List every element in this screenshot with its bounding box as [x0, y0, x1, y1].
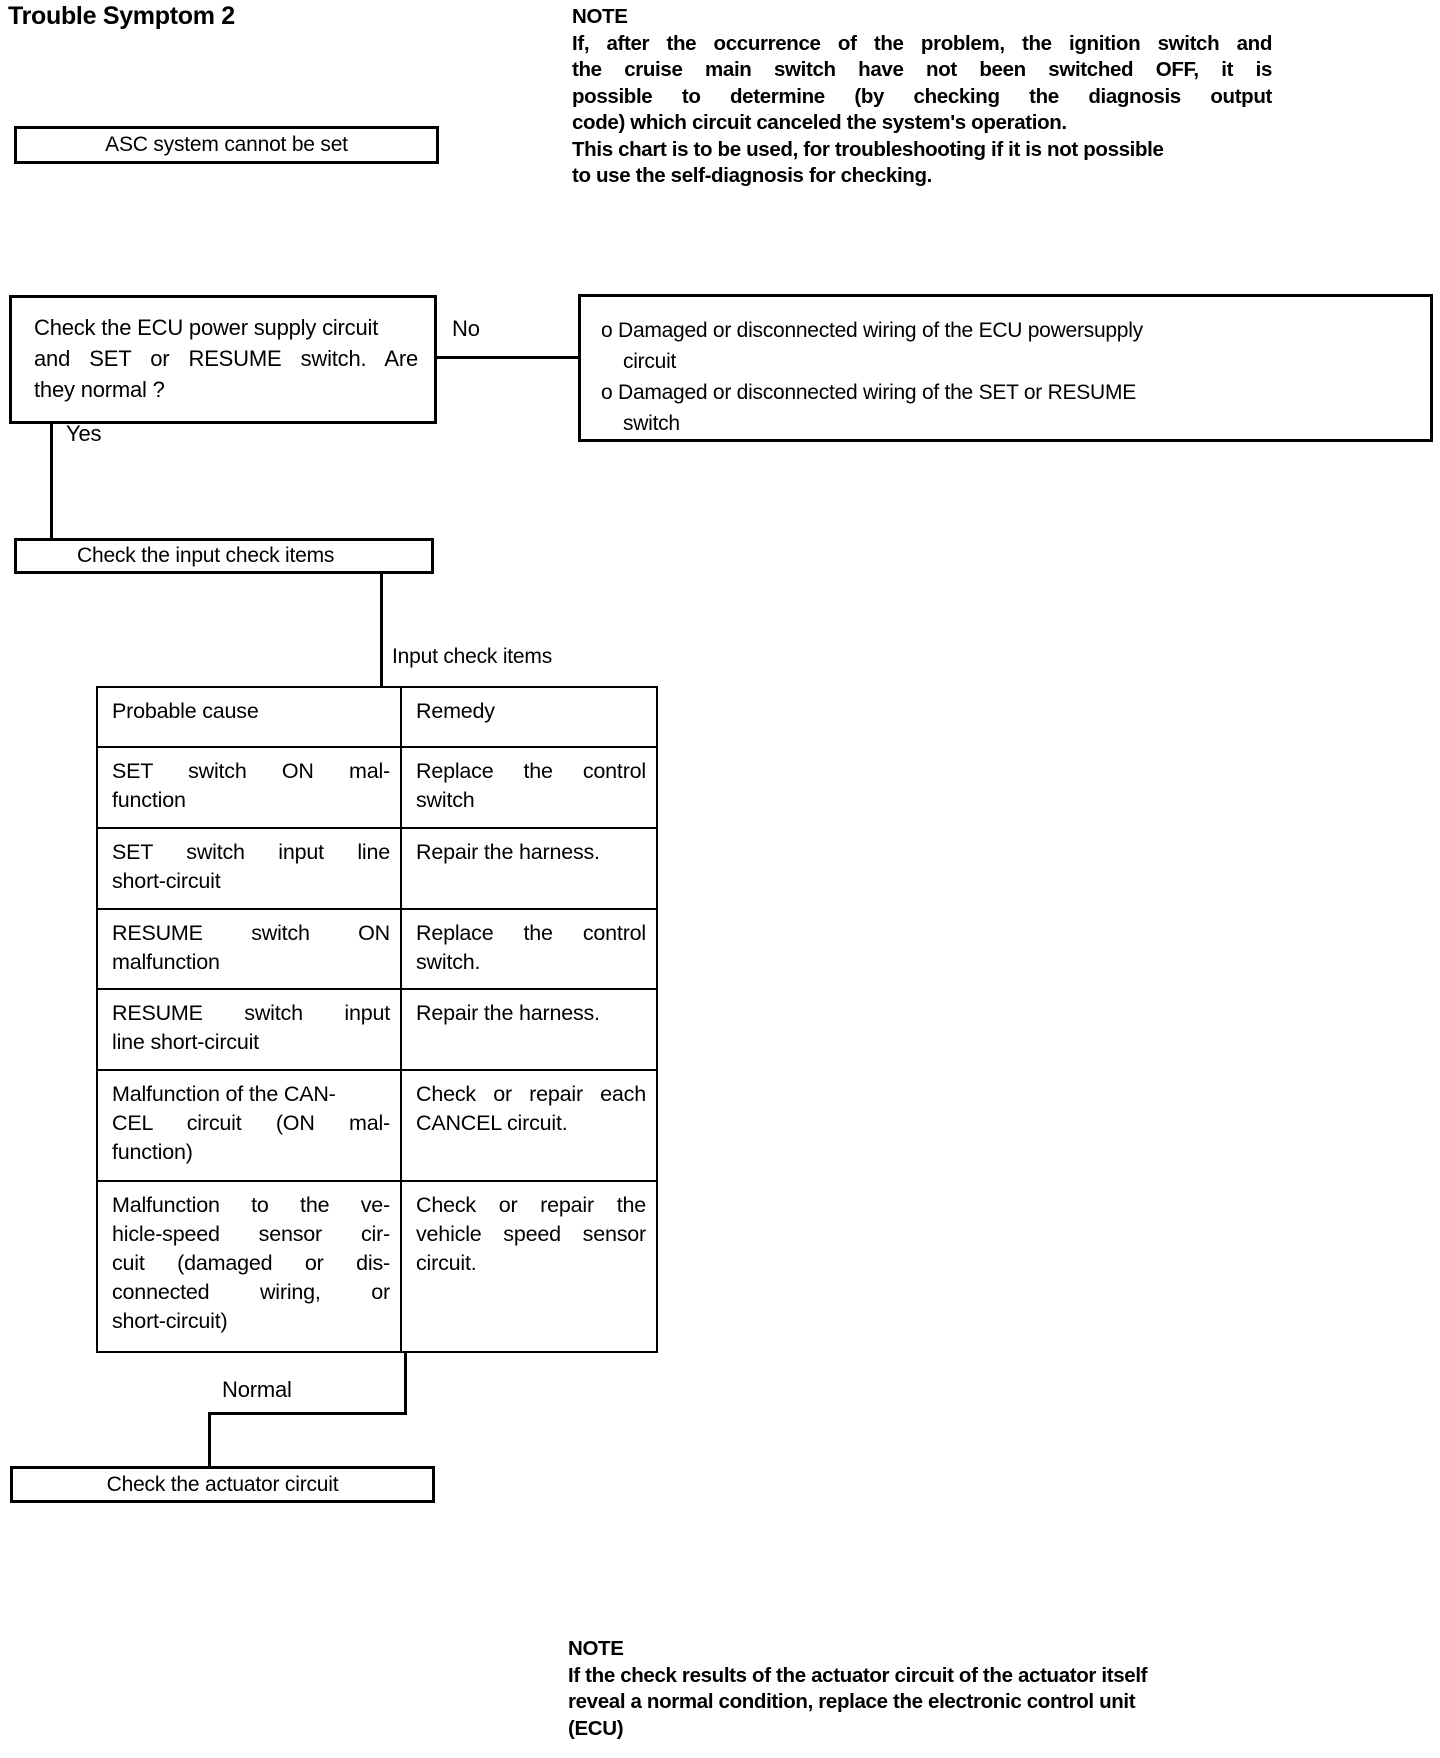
causes-box: o Damaged or disconnected wiring of the …: [578, 294, 1433, 442]
cause-item-2-cont: switch: [623, 412, 680, 435]
cause-6-line-5: short-circuit): [112, 1309, 228, 1334]
remedy-4-line-1: Repair the harness.: [416, 1001, 600, 1026]
remedy-6-line-3: circuit.: [416, 1251, 477, 1276]
table-row: SET switch ON mal- function Replace the …: [96, 746, 658, 829]
cause-item-1-cont: circuit: [623, 350, 677, 373]
remedy-2-line-1: Repair the harness.: [416, 839, 600, 864]
yes-branch-label: Yes: [66, 421, 102, 446]
table-cell-cause-6: Malfunction to the ve- hicle-speed senso…: [96, 1180, 402, 1353]
actuator-box-label: Check the actuator circuit: [106, 1472, 339, 1496]
top-note-heading: NOTE: [572, 5, 628, 28]
table-cell-remedy-5: Check or repair each CANCEL circuit.: [400, 1069, 658, 1183]
table-header-remedy: Remedy: [400, 686, 658, 748]
cause-1-line-2: function: [112, 788, 186, 812]
cause-6-line-4: connected wiring, or: [112, 1280, 390, 1305]
table-cell-cause-3: RESUME switch ON malfunction: [96, 907, 402, 991]
cause-2-line-1: SET switch input line: [112, 839, 390, 864]
cause-5-line-2: CEL circuit (ON mal-: [112, 1111, 390, 1136]
table-row: Malfunction to the ve- hicle-speed senso…: [96, 1180, 658, 1353]
table-cell-remedy-4: Repair the harness.: [400, 988, 658, 1072]
remedy-3-line-1: Replace the control: [416, 920, 646, 945]
decision-line-2: and SET or RESUME switch. Are: [34, 346, 418, 371]
actuator-box: Check the actuator circuit: [10, 1466, 435, 1503]
input-check-box: Check the input check items: [14, 538, 434, 574]
cause-text-1: Damaged or disconnected wiring of the EC…: [618, 319, 1143, 342]
page-title: Trouble Symptom 2: [8, 2, 235, 30]
bottom-note: NOTE If the check results of the actuato…: [568, 1636, 1274, 1742]
decision-box: Check the ECU power supply circuit and S…: [9, 295, 437, 424]
remedy-6-line-1: Check or repair the: [416, 1193, 646, 1218]
cause-3-line-2: malfunction: [112, 949, 220, 974]
remedy-6-line-2: vehicle speed sensor: [416, 1222, 646, 1247]
cause-5-line-1: Malfunction of the CAN-: [112, 1082, 336, 1107]
table-cell-cause-4: RESUME switch input line short-circuit: [96, 988, 402, 1072]
table-cell-remedy-1: Replace the control switch: [400, 746, 658, 829]
top-note: NOTE If, after the occurrence of the pro…: [572, 4, 1272, 190]
table-cell-cause-2: SET switch input line short-circuit: [96, 826, 402, 910]
cause-bullet-2: o: [601, 381, 613, 404]
table-row: RESUME switch ON malfunction Replace the…: [96, 907, 658, 991]
top-note-line-4: code) which circuit canceled the system'…: [572, 111, 1067, 134]
normal-branch-label: Normal: [222, 1377, 292, 1402]
no-branch-label: No: [452, 316, 480, 341]
remedy-1-line-2: switch: [416, 788, 475, 812]
input-check-items-table: Probable cause Remedy SET switch ON mal-…: [96, 686, 658, 1353]
cause-item-1: o Damaged or disconnected wiring of the …: [601, 315, 1418, 346]
cause-2-line-2: short-circuit: [112, 868, 221, 893]
table-connector-vertical: [380, 574, 383, 687]
table-row: RESUME switch input line short-circuit R…: [96, 988, 658, 1072]
top-note-line-6: to use the self-diagnosis for checking.: [572, 164, 932, 187]
bottom-note-line-1: If the check results of the actuator cir…: [568, 1663, 1148, 1687]
cause-text-2: Damaged or disconnected wiring of the SE…: [618, 381, 1136, 404]
cause-1-line-1: SET switch ON mal-: [112, 759, 390, 783]
symptom-box: ASC system cannot be set: [14, 126, 439, 164]
cause-3-line-1: RESUME switch ON: [112, 920, 390, 945]
bottom-note-line-3: (ECU): [568, 1716, 624, 1740]
remedy-1-line-1: Replace the control: [416, 759, 646, 783]
normal-connector-vertical-upper: [404, 1353, 407, 1415]
cause-6-line-1: Malfunction to the ve-: [112, 1193, 390, 1218]
remedy-5-line-1: Check or repair each: [416, 1082, 646, 1107]
table-header-probable-cause: Probable cause: [96, 686, 402, 748]
bottom-note-line-2: reveal a normal condition, replace the e…: [568, 1690, 1136, 1713]
table-cell-remedy-3: Replace the control switch.: [400, 907, 658, 991]
normal-connector-horizontal: [208, 1412, 407, 1415]
cause-4-line-2: line short-circuit: [112, 1030, 259, 1055]
top-note-line-2: the cruise main switch have not been swi…: [572, 58, 1272, 81]
table-cell-remedy-6: Check or repair the vehicle speed sensor…: [400, 1180, 658, 1353]
table-row: SET switch input line short-circuit Repa…: [96, 826, 658, 910]
bottom-note-heading: NOTE: [568, 1637, 624, 1660]
table-cell-remedy-2: Repair the harness.: [400, 826, 658, 910]
table-cell-cause-5: Malfunction of the CAN- CEL circuit (ON …: [96, 1069, 402, 1183]
cause-item-2: o Damaged or disconnected wiring of the …: [601, 377, 1418, 408]
symptom-box-label: ASC system cannot be set: [105, 133, 348, 156]
top-note-line-3: possible to determine (by checking the d…: [572, 84, 1272, 108]
cause-6-line-2: hicle-speed sensor cir-: [112, 1222, 390, 1247]
table-header-row: Probable cause Remedy: [96, 686, 658, 748]
no-branch-connector: [437, 356, 578, 359]
remedy-5-line-2: CANCEL circuit.: [416, 1111, 568, 1136]
cause-bullet-1: o: [601, 319, 613, 342]
top-note-line-1: If, after the occurrence of the problem,…: [572, 31, 1272, 55]
remedy-3-line-2: switch.: [416, 949, 481, 974]
table-cell-cause-1: SET switch ON mal- function: [96, 746, 402, 829]
decision-line-1: Check the ECU power supply circuit: [34, 315, 379, 340]
table-row: Malfunction of the CAN- CEL circuit (ON …: [96, 1069, 658, 1183]
cause-6-line-3: cuit (damaged or dis-: [112, 1251, 390, 1276]
top-note-line-5: This chart is to be used, for troublesho…: [572, 137, 1164, 161]
normal-connector-vertical-lower: [208, 1412, 211, 1466]
cause-5-line-3: function): [112, 1140, 193, 1165]
input-check-box-label: Check the input check items: [77, 544, 335, 567]
decision-line-3: they normal ?: [34, 377, 165, 402]
table-caption: Input check items: [392, 645, 553, 668]
cause-4-line-1: RESUME switch input: [112, 1001, 390, 1026]
yes-branch-connector: [50, 424, 53, 540]
